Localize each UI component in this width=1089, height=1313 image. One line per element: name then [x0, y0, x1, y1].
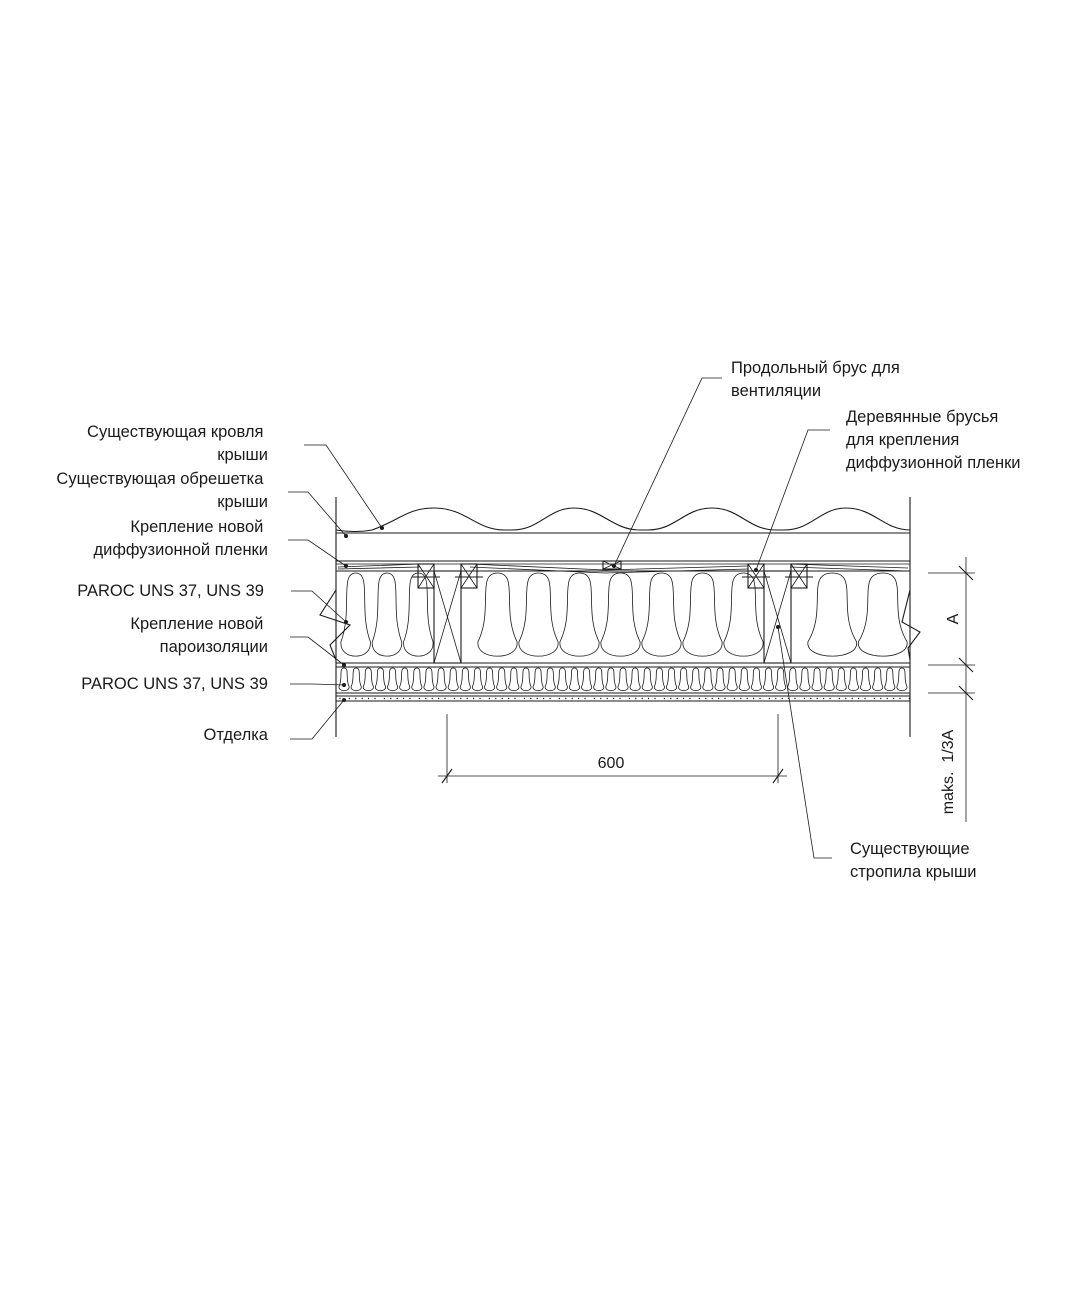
break-left — [319, 589, 352, 661]
label-ventilation-batten: Продольный брус для вентиляции — [731, 359, 904, 400]
label-existing-roof: Существующая кровля крыши — [87, 423, 268, 464]
label-existing-rafters: Существующие стропила крыши — [850, 840, 976, 881]
leader-lines — [288, 377, 832, 859]
labels-left: Существующая кровля крыши Существующая о… — [56, 423, 268, 744]
rafter-right — [763, 570, 792, 664]
upper-insulation-blobs — [340, 572, 908, 657]
label-finishing: Отделка — [204, 726, 269, 744]
fixing-batten-4 — [785, 563, 813, 589]
fixing-batten-2 — [455, 563, 483, 589]
rafter-left — [433, 570, 462, 664]
fixing-batten-1 — [412, 563, 440, 589]
label-insulation-upper: PAROC UNS 37, UNS 39 — [77, 582, 264, 600]
label-vapour-barrier-fixing: Крепление новой пароизоляции — [130, 615, 268, 656]
dimension-vertical: A maks. 1/3A — [928, 557, 975, 822]
roof-sheet — [335, 507, 911, 533]
dimension-600: 600 — [438, 714, 787, 784]
lower-insulation-blobs — [338, 667, 908, 692]
dimension-600-label: 600 — [598, 755, 625, 772]
label-wooden-battens: Деревянные брусья для крепления диффузио… — [846, 408, 1021, 472]
dimension-a-label: A — [945, 613, 962, 624]
label-insulation-lower: PAROC UNS 37, UNS 39 — [81, 675, 268, 693]
roof-structure — [319, 497, 921, 737]
dimension-max-label: maks. 1/3A — [940, 729, 957, 814]
fixing-batten-3 — [742, 563, 770, 589]
label-existing-battens: Существующая обрешетка крыши — [56, 470, 268, 511]
label-diffusion-membrane-fixing: Крепление новой диффузионной пленки — [93, 518, 268, 559]
finishing-texture — [339, 697, 911, 700]
labels-right: Продольный брус для вентиляции Деревянны… — [731, 359, 1021, 881]
break-right — [901, 589, 921, 661]
ventilation-batten — [602, 560, 622, 570]
